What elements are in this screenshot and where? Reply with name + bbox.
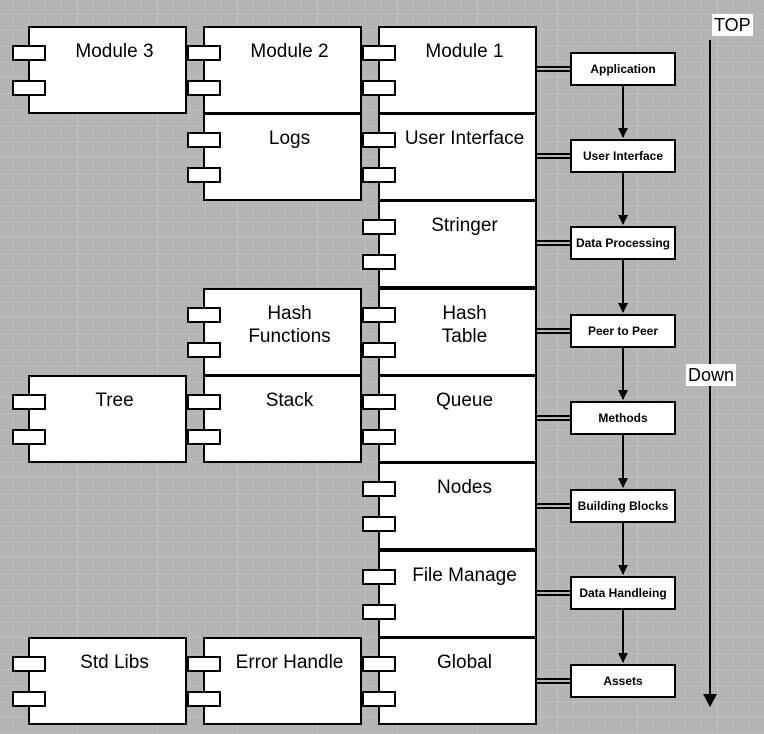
layer-application[interactable]: Application — [570, 52, 676, 86]
port-icon — [187, 132, 221, 148]
port-icon — [362, 80, 396, 96]
component-logs[interactable]: Logs — [187, 113, 362, 201]
port-icon — [362, 132, 396, 148]
port-icon — [187, 691, 221, 707]
layer-peer-to-peer[interactable]: Peer to Peer — [570, 314, 676, 348]
port-icon — [362, 656, 396, 672]
component-error-handle[interactable]: Error Handle — [187, 637, 362, 725]
port-icon — [187, 656, 221, 672]
port-icon — [12, 394, 46, 410]
connector-line — [536, 503, 570, 509]
component-label: Global — [437, 652, 492, 673]
component-hash-functions[interactable]: Hash Functions — [187, 288, 362, 376]
layer-data-handleing[interactable]: Data Handleing — [570, 576, 676, 610]
connector-line — [536, 153, 570, 159]
component-label: File Manage — [412, 565, 517, 586]
port-icon — [12, 45, 46, 61]
port-icon — [187, 307, 221, 323]
port-icon — [187, 394, 221, 410]
port-icon — [12, 656, 46, 672]
layer-assets[interactable]: Assets — [570, 664, 676, 698]
port-icon — [362, 604, 396, 620]
component-label: Logs — [268, 128, 311, 149]
connector-line — [536, 415, 570, 421]
layer-methods[interactable]: Methods — [570, 401, 676, 435]
port-icon — [362, 481, 396, 497]
component-label: Module 1 — [425, 41, 504, 62]
port-icon — [362, 167, 396, 183]
port-icon — [362, 45, 396, 61]
port-icon — [362, 569, 396, 585]
port-icon — [187, 45, 221, 61]
port-icon — [362, 307, 396, 323]
component-std-libs[interactable]: Std Libs — [12, 637, 187, 725]
component-label: Std Libs — [80, 652, 149, 673]
component-hash-table[interactable]: Hash Table — [362, 288, 537, 376]
component-queue[interactable]: Queue — [362, 375, 537, 463]
component-file-manage[interactable]: File Manage — [362, 550, 537, 638]
component-label: Stack — [265, 390, 314, 411]
port-icon — [187, 80, 221, 96]
component-label: Hash Table — [441, 303, 488, 347]
component-stringer[interactable]: Stringer — [362, 200, 537, 288]
component-label: Hash Functions — [248, 303, 331, 347]
layer-user-interface[interactable]: User Interface — [570, 139, 676, 173]
component-label: Module 2 — [250, 41, 329, 62]
down-label: Down — [686, 364, 737, 386]
port-icon — [362, 691, 396, 707]
port-icon — [362, 516, 396, 532]
component-label: Error Handle — [235, 652, 344, 673]
port-icon — [362, 342, 396, 358]
component-global[interactable]: Global — [362, 637, 537, 725]
component-label: Tree — [95, 390, 134, 411]
layer-data-processing[interactable]: Data Processing — [570, 226, 676, 260]
port-icon — [187, 429, 221, 445]
connector-line — [536, 66, 570, 72]
component-stack[interactable]: Stack — [187, 375, 362, 463]
component-module-2[interactable]: Module 2 — [187, 26, 362, 114]
port-icon — [362, 394, 396, 410]
port-icon — [362, 429, 396, 445]
port-icon — [12, 429, 46, 445]
component-module-3[interactable]: Module 3 — [12, 26, 187, 114]
connector-line — [536, 678, 570, 684]
layer-building-blocks[interactable]: Building Blocks — [570, 489, 676, 523]
component-label: Queue — [435, 390, 494, 411]
component-tree[interactable]: Tree — [12, 375, 187, 463]
component-module-1[interactable]: Module 1 — [362, 26, 537, 114]
component-label: User Interface — [404, 128, 525, 149]
component-nodes[interactable]: Nodes — [362, 462, 537, 550]
connector-line — [536, 328, 570, 334]
port-icon — [12, 691, 46, 707]
port-icon — [187, 342, 221, 358]
port-icon — [362, 219, 396, 235]
component-label: Nodes — [437, 477, 492, 498]
component-label: Stringer — [431, 215, 498, 236]
component-user-interface[interactable]: User Interface — [362, 113, 537, 201]
component-label: Module 3 — [75, 41, 154, 62]
port-icon — [187, 167, 221, 183]
top-label: TOP — [712, 14, 753, 36]
port-icon — [362, 254, 396, 270]
port-icon — [12, 80, 46, 96]
connector-line — [536, 590, 570, 596]
connector-line — [536, 240, 570, 246]
